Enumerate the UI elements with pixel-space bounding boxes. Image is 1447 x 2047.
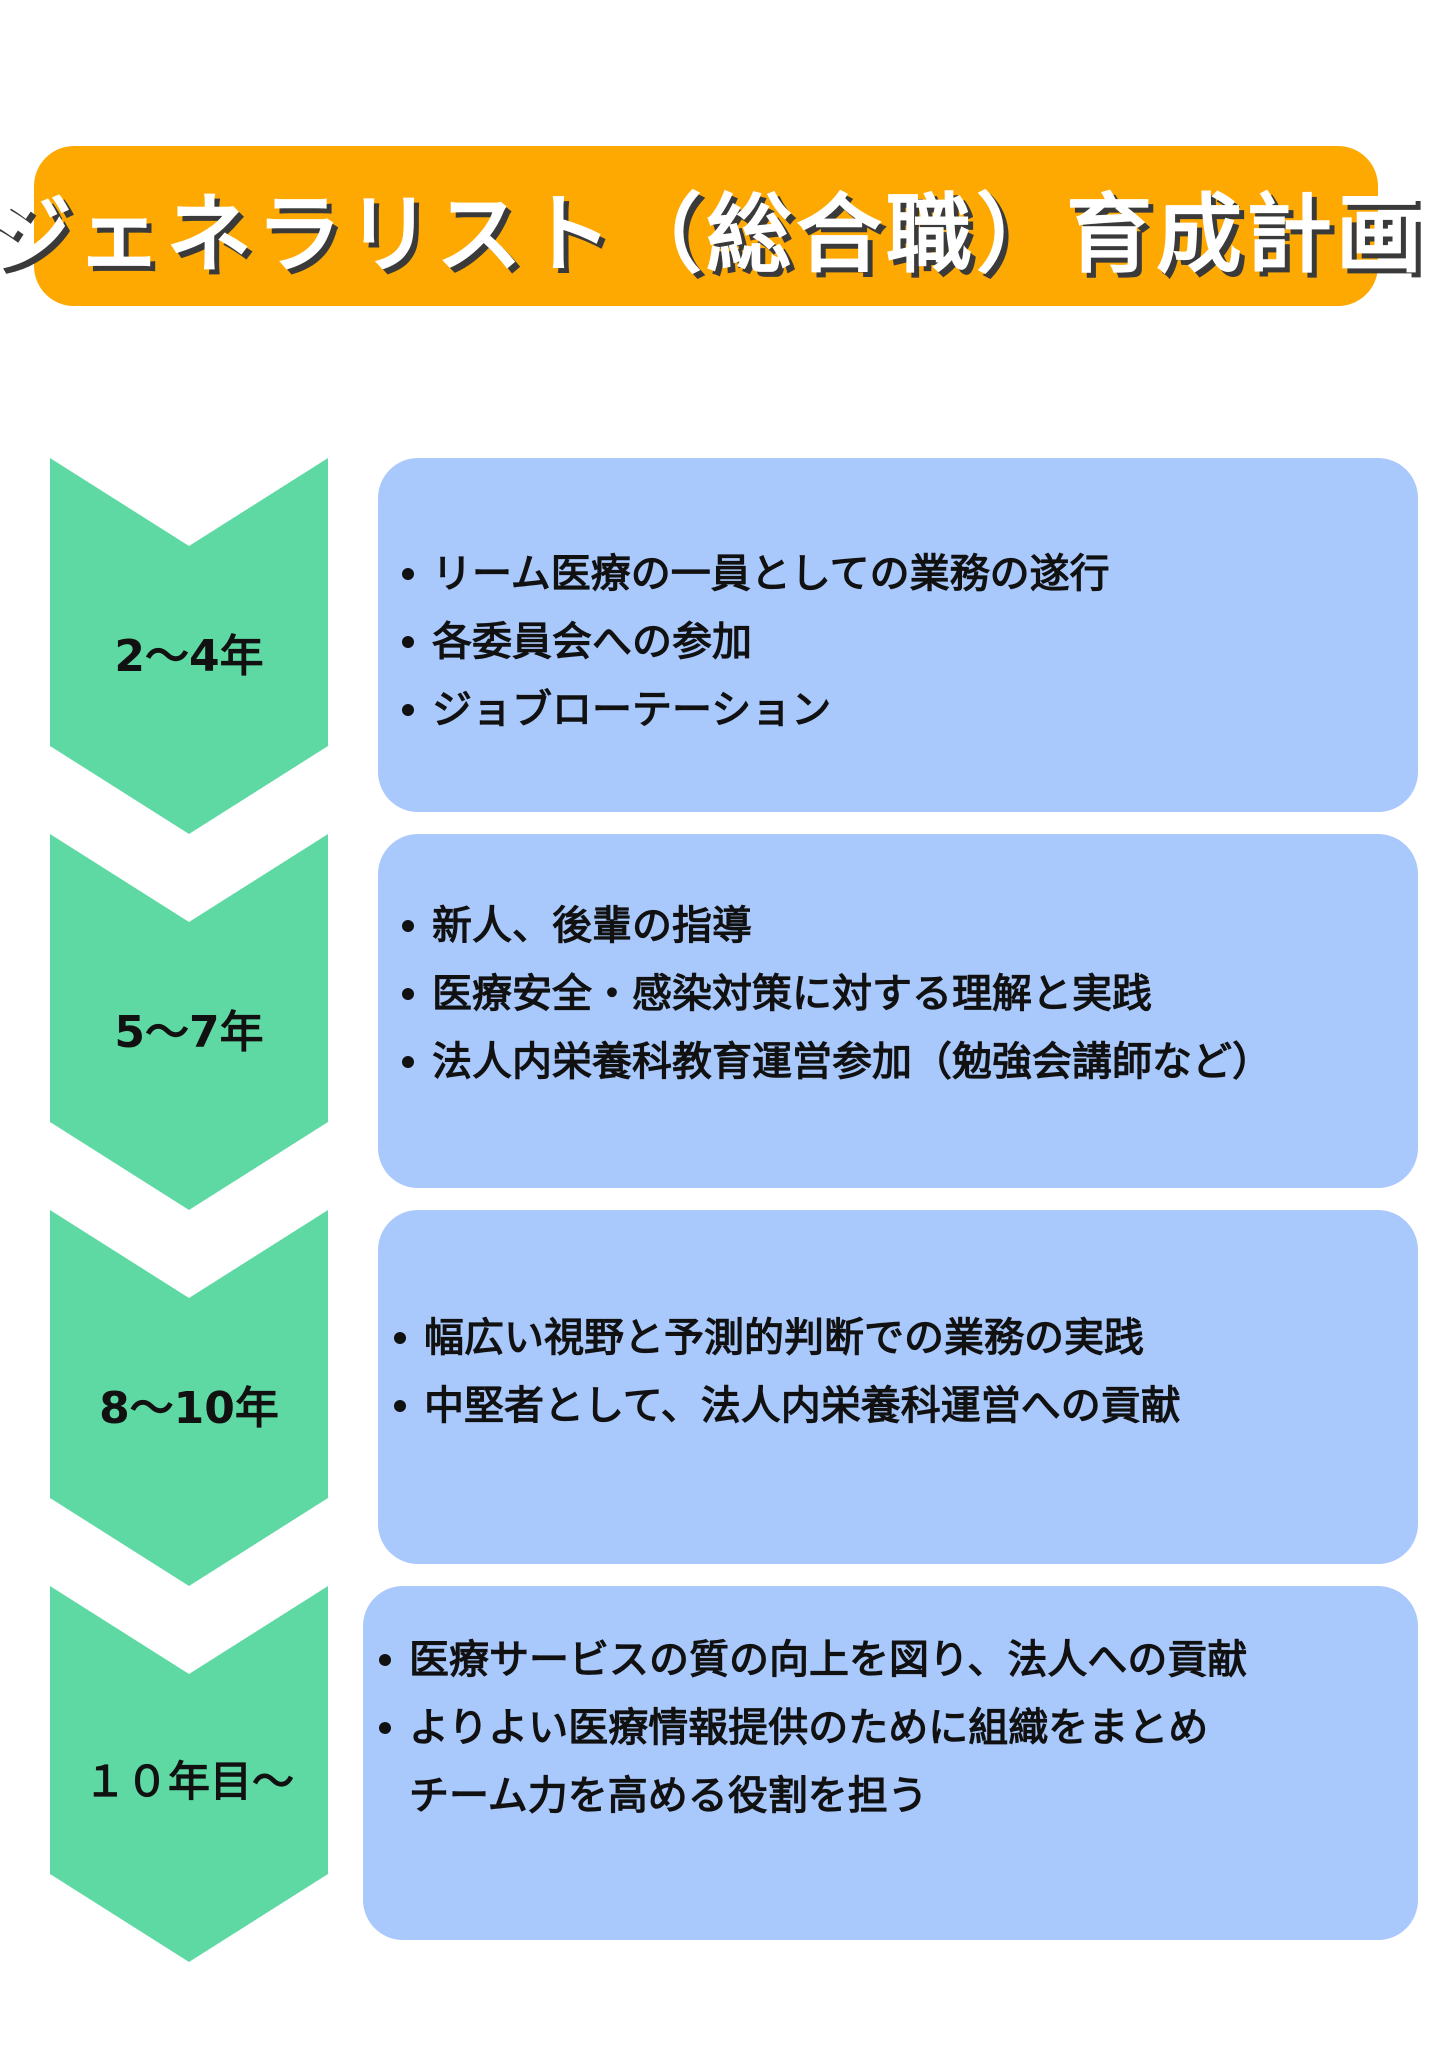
chevron-arrow-shape: [50, 458, 328, 834]
stage-4-item-list: 医療サービスの質の向上を図り、法人への貢献 よりよい医療情報提供のために組織をま…: [379, 1626, 1408, 1830]
list-item: 各委員会への参加: [402, 608, 1408, 676]
bullet-icon: [379, 1654, 391, 1666]
stage-2-chevron: 5～7年: [50, 834, 328, 1210]
bullet-icon: [402, 1056, 414, 1068]
list-item: ジョブローテーション: [402, 676, 1408, 744]
bullet-icon: [402, 920, 414, 932]
stage-2-item-list: 新人、後輩の指導 医療安全・感染対策に対する理解と実践 法人内栄養科教育運営参加…: [402, 892, 1408, 1096]
list-item-text: 新人、後輩の指導: [432, 903, 752, 949]
stage-3-chevron: 8～10年: [50, 1210, 328, 1586]
bullet-icon: [402, 988, 414, 1000]
bullet-icon: [402, 568, 414, 580]
chevron-arrow-shape: [50, 834, 328, 1210]
list-item-text: 法人内栄養科教育運営参加（勉強会講師など）: [432, 1039, 1272, 1085]
list-item-text: 各委員会への参加: [432, 619, 752, 665]
chevron-arrow-shape: [50, 1210, 328, 1586]
list-item-text: 医療サービスの質の向上を図り、法人への貢献: [409, 1637, 1248, 1683]
stage-2-card: 新人、後輩の指導 医療安全・感染対策に対する理解と実践 法人内栄養科教育運営参加…: [378, 834, 1418, 1188]
list-item: 中堅者として、法人内栄養科運営への貢献: [394, 1372, 1408, 1440]
stage-4-chevron: １０年目～: [50, 1586, 328, 1962]
list-item: 新人、後輩の指導: [402, 892, 1408, 960]
stage-1-item-list: リーム医療の一員としての業務の遂行 各委員会への参加 ジョブローテーション: [402, 540, 1408, 744]
list-item: 医療サービスの質の向上を図り、法人への貢献: [379, 1626, 1408, 1694]
chevron-arrow-shape: [50, 1586, 328, 1962]
stage-period-label: １０年目～: [83, 1757, 294, 1806]
stage-1-chevron: 2～4年: [50, 458, 328, 834]
list-item-text: 幅広い視野と予測的判断での業務の実践: [424, 1315, 1144, 1361]
title-banner: ジェネラリスト（総合職）育成計画: [0, 146, 1422, 306]
list-item: 医療安全・感染対策に対する理解と実践: [402, 960, 1408, 1028]
list-item-text: よりよい医療情報提供のために組織をまとめ: [409, 1705, 1209, 1751]
page-title: ジェネラリスト（総合職）育成計画: [0, 184, 1426, 285]
stage-4-card: 医療サービスの質の向上を図り、法人への貢献 よりよい医療情報提供のために組織をま…: [363, 1586, 1418, 1940]
list-item-continuation: チーム力を高める役割を担う: [379, 1762, 1408, 1830]
list-item: リーム医療の一員としての業務の遂行: [402, 540, 1408, 608]
stage-period-label: 8～10年: [99, 1383, 279, 1434]
list-item-text: チーム力を高める役割を担う: [409, 1773, 928, 1819]
bullet-icon: [394, 1332, 406, 1344]
list-item-text: 中堅者として、法人内栄養科運営への貢献: [424, 1383, 1181, 1429]
stage-1-card: リーム医療の一員としての業務の遂行 各委員会への参加 ジョブローテーション: [378, 458, 1418, 812]
list-item-text: 医療安全・感染対策に対する理解と実践: [432, 971, 1152, 1017]
list-item: 法人内栄養科教育運営参加（勉強会講師など）: [402, 1028, 1408, 1096]
stage-period-label: 5～7年: [114, 1007, 264, 1058]
list-item-text: リーム医療の一員としての業務の遂行: [432, 551, 1110, 597]
stage-period-label: 2～4年: [114, 631, 264, 682]
stage-3-item-list: 幅広い視野と予測的判断での業務の実践 中堅者として、法人内栄養科運営への貢献: [394, 1304, 1408, 1440]
bullet-icon: [379, 1722, 391, 1734]
bullet-icon: [402, 704, 414, 716]
list-item: 幅広い視野と予測的判断での業務の実践: [394, 1304, 1408, 1372]
bullet-icon: [402, 636, 414, 648]
list-item-text: ジョブローテーション: [432, 687, 832, 733]
list-item: よりよい医療情報提供のために組織をまとめ: [379, 1694, 1408, 1762]
stage-3-card: 幅広い視野と予測的判断での業務の実践 中堅者として、法人内栄養科運営への貢献: [378, 1210, 1418, 1564]
bullet-icon: [394, 1400, 406, 1412]
